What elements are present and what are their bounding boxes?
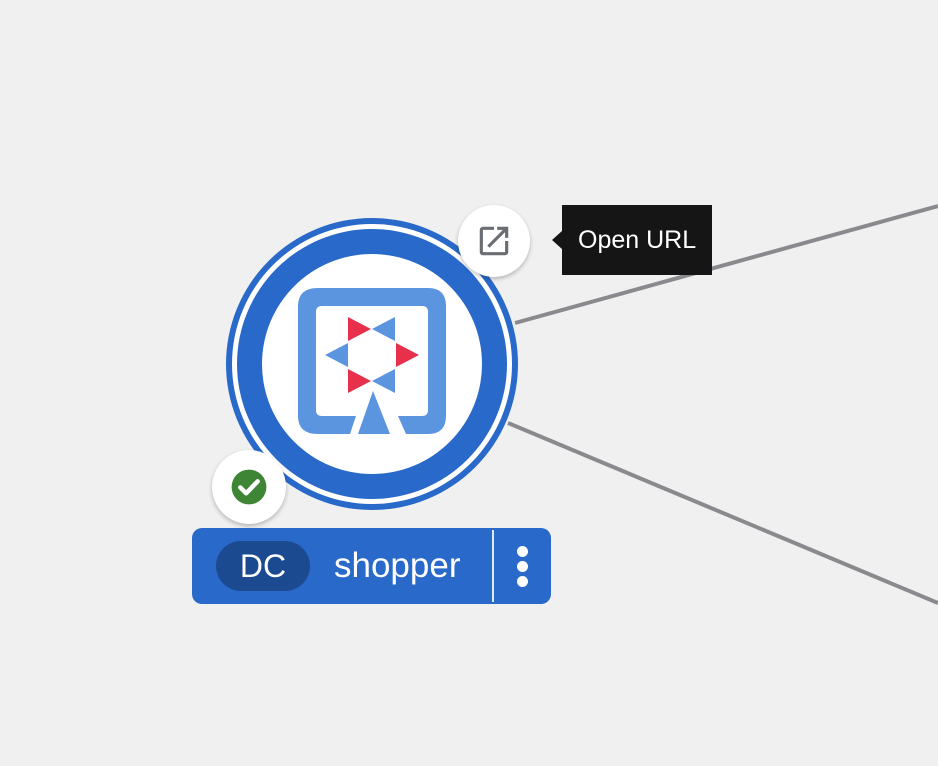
edge-connector[interactable] (507, 421, 938, 605)
status-decorator[interactable] (212, 450, 286, 524)
node-inner-body (262, 254, 482, 474)
open-url-tooltip: Open URL (551, 205, 713, 275)
workload-node[interactable] (222, 215, 522, 515)
external-link-icon (479, 226, 509, 256)
label-divider (492, 530, 494, 602)
kebab-dot (516, 560, 528, 572)
node-name: shopper (334, 546, 461, 585)
check-circle-icon (231, 469, 267, 505)
resource-kind-badge: DC (216, 541, 310, 591)
kebab-dot (516, 575, 528, 587)
edge-connector[interactable] (514, 204, 938, 325)
kebab-icon[interactable] (500, 536, 544, 596)
node-label[interactable]: DC shopper (192, 528, 551, 604)
tooltip-text: Open URL (578, 225, 697, 254)
kebab-dot (516, 545, 528, 557)
open-url-decorator[interactable] (458, 205, 530, 277)
quarkus-logo-icon (298, 288, 446, 434)
